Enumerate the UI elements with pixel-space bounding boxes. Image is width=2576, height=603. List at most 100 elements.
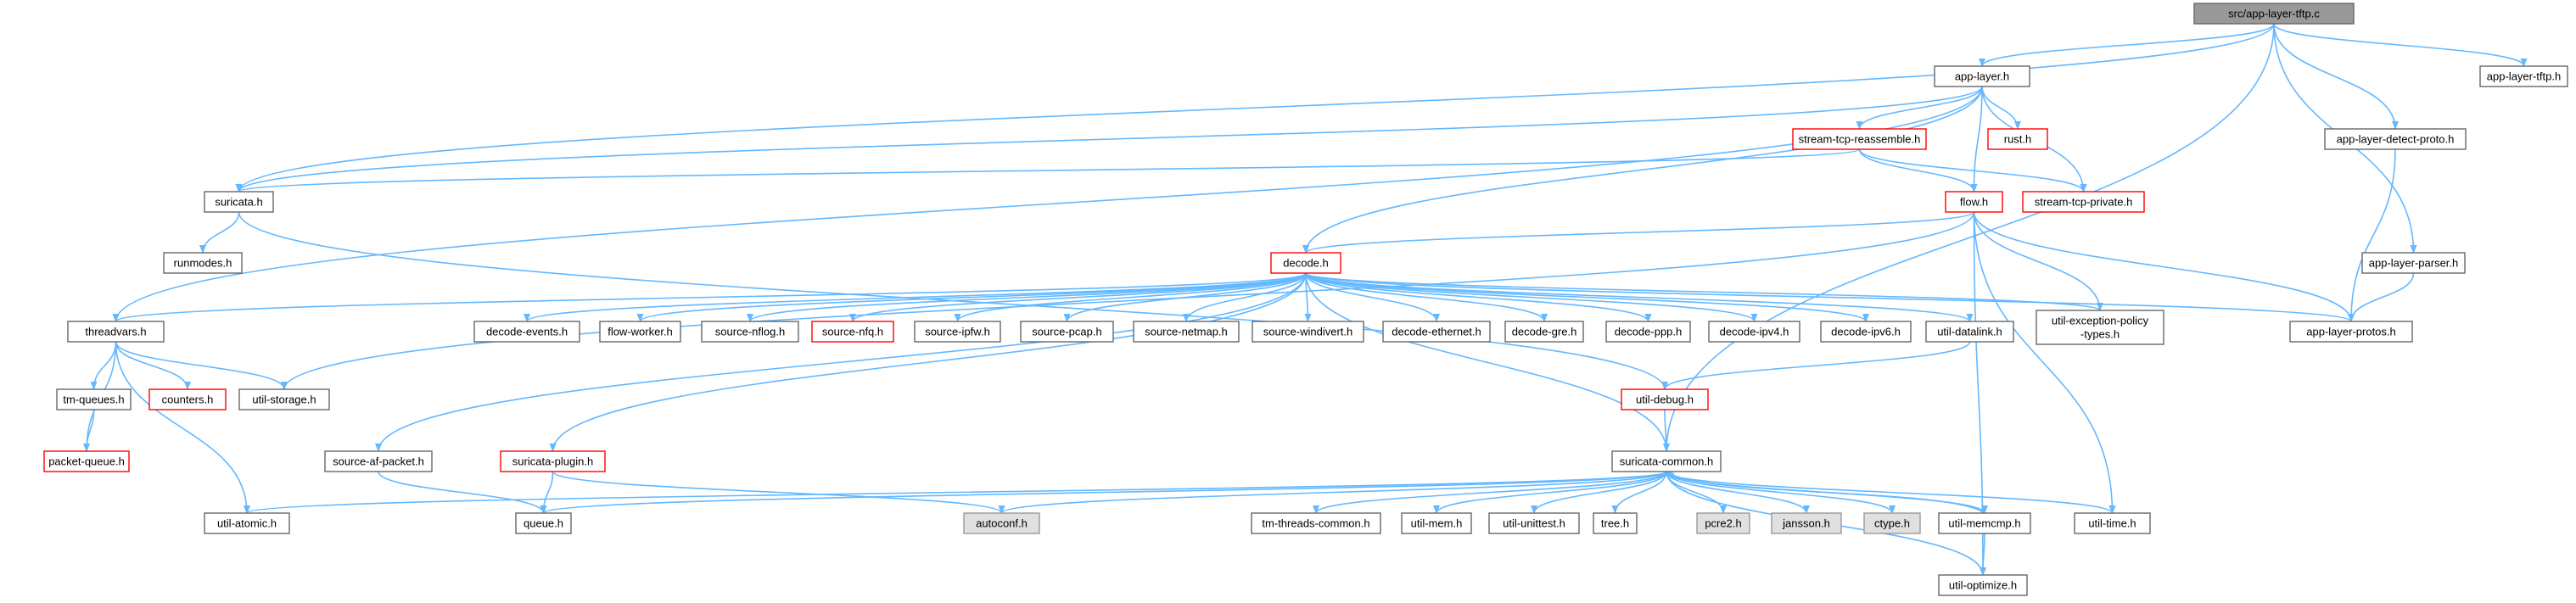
node-n35[interactable]: suricata-plugin.h [500,450,606,472]
node-n6[interactable]: suricata.h [204,191,274,213]
node-label: threadvars.h [85,326,146,338]
node-n0[interactable]: src/app-layer-tftp.c [2193,3,2355,25]
node-n33[interactable]: packet-queue.h [43,450,130,472]
node-n34[interactable]: source-af-packet.h [324,450,433,472]
node-n17[interactable]: source-ipfw.h [914,321,1001,343]
node-box [1133,321,1240,343]
node-n18[interactable]: source-pcap.h [1020,321,1114,343]
node-n41[interactable]: util-mem.h [1401,512,1472,534]
node-n39[interactable]: autoconf.h [963,512,1040,534]
node-n14[interactable]: flow-worker.h [599,321,681,343]
node-n43[interactable]: tree.h [1593,512,1638,534]
node-n30[interactable]: counters.h [148,388,227,410]
edge-n35-to-n39 [552,471,1005,514]
node-n32[interactable]: util-debug.h [1621,388,1709,410]
node-box [238,388,330,410]
edge-n0-to-n1 [1979,23,2275,67]
edge-n10-to-n26 [1305,272,1974,322]
node-n27[interactable]: util-exception-policy-types.h [2036,310,2164,345]
node-n16[interactable]: source-nfq.h [811,321,894,343]
node-label: counters.h [162,394,214,406]
node-n8[interactable]: stream-tcp-private.h [2022,191,2145,213]
node-n44[interactable]: pcre2.h [1696,512,1750,534]
node-n42[interactable]: util-unittest.h [1488,512,1580,534]
node-n48[interactable]: util-time.h [2074,512,2151,534]
node-n23[interactable]: decode-ppp.h [1605,321,1691,343]
node-n24[interactable]: decode-ipv4.h [1708,321,1800,343]
edge-n29-to-n33 [83,409,95,452]
node-n13[interactable]: decode-events.h [473,321,580,343]
node-n38[interactable]: queue.h [515,512,572,534]
node-n9[interactable]: runmodes.h [163,252,243,274]
node-n36[interactable]: suricata-common.h [1611,450,1722,472]
node-n46[interactable]: ctype.h [1863,512,1921,534]
node-n20[interactable]: source-windivert.h [1252,321,1364,343]
edge-n36-to-n40 [1313,471,1667,514]
node-n40[interactable]: tm-threads-common.h [1251,512,1381,534]
node-n11[interactable]: app-layer-parser.h [2361,252,2466,274]
node-label: suricata.h [215,196,262,209]
node-n15[interactable]: source-nflog.h [701,321,799,343]
node-label: source-windivert.h [1263,326,1353,338]
node-box [2361,252,2466,274]
edge-n7-to-n10 [1302,211,1975,254]
edge-n7-to-n48 [1973,211,2116,514]
node-label: flow-worker.h [608,326,673,338]
node-box [1708,321,1800,343]
edge-n7-to-n31 [281,211,1975,390]
node-n47[interactable]: util-memcmp.h [1938,512,2031,534]
node-label: decode-ethernet.h [1392,326,1481,338]
edge-n12-to-n29 [90,341,117,390]
edge-n10-to-n36 [1305,272,1670,452]
node-n22[interactable]: decode-gre.h [1504,321,1584,343]
node-box [963,512,1040,534]
node-n25[interactable]: decode-ipv6.h [1820,321,1912,343]
node-box [1820,321,1912,343]
node-label: source-nfq.h [822,326,883,338]
edge-n47-to-n36 [1666,471,1985,514]
node-box [56,388,132,410]
node-box [1611,450,1722,472]
node-box [1382,321,1491,343]
node-n1[interactable]: app-layer.h [1934,65,2030,87]
edge-n10-to-n34 [375,272,1307,452]
edge-n36-to-n38 [540,471,1667,514]
node-label: source-ipfw.h [925,326,990,338]
node-n37[interactable]: util-atomic.h [204,512,290,534]
node-n10[interactable]: decode.h [1270,252,1341,274]
node-label: source-nflog.h [715,326,785,338]
edge-n1-to-n6 [235,86,1983,193]
edge-n36-to-n43 [1611,471,1667,514]
edge-n10-to-n28 [1305,272,2355,322]
node-label: pcre2.h [1705,517,1741,530]
node-n7[interactable]: flow.h [1945,191,2003,213]
edge-n36-to-n48 [1666,471,2116,514]
node-n4[interactable]: rust.h [1987,128,2048,150]
node-n45[interactable]: jansson.h [1771,512,1842,534]
node-n2[interactable]: app-layer-tftp.h [2479,65,2568,87]
edge-n32-to-n36 [1662,409,1670,452]
node-label: util-storage.h [252,394,316,406]
node-n26[interactable]: util-datalink.h [1925,321,2014,343]
node-n19[interactable]: source-netmap.h [1133,321,1240,343]
node-label: util-datalink.h [1937,326,2002,338]
node-n29[interactable]: tm-queues.h [56,388,132,410]
node-n31[interactable]: util-storage.h [238,388,330,410]
node-n3[interactable]: app-layer-detect-proto.h [2324,128,2467,150]
node-box [43,450,130,472]
node-label: queue.h [524,517,563,530]
node-n21[interactable]: decode-ethernet.h [1382,321,1491,343]
edge-n10-to-n25 [1305,272,1869,322]
node-n5[interactable]: stream-tcp-reassemble.h [1792,128,1927,150]
node-box [500,450,606,472]
node-n49[interactable]: util-optimize.h [1938,574,2028,596]
edge-n10-to-n23 [1305,272,1652,322]
node-n12[interactable]: threadvars.h [67,321,165,343]
node-n28[interactable]: app-layer-protos.h [2289,321,2413,343]
edge-n36-to-n37 [244,471,1667,514]
node-box [1987,128,2048,150]
node-box [1945,191,2003,213]
node-box [2324,128,2467,150]
node-label: tm-queues.h [63,394,124,406]
node-label: suricata-plugin.h [512,455,593,468]
